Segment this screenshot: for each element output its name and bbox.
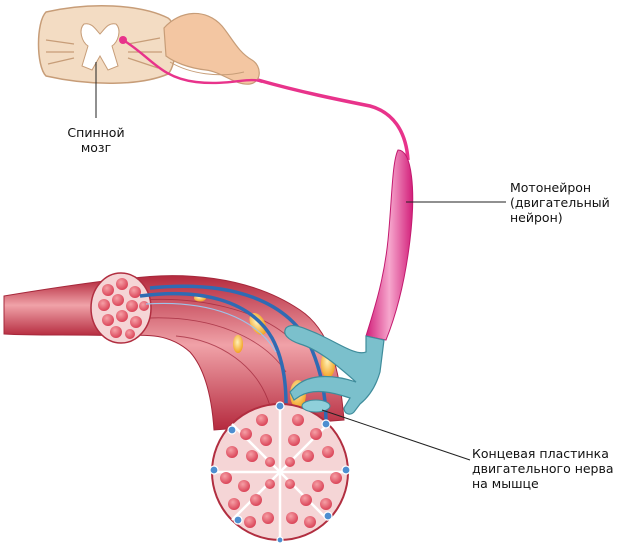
- nerve-endings: [209, 401, 351, 543]
- muscle-fiber: [139, 301, 149, 311]
- muscle-fiber: [238, 480, 250, 492]
- end-plate-label-line: Концевая пластинка: [472, 446, 609, 461]
- muscle-fiber: [98, 299, 110, 311]
- nerve-ending: [321, 419, 331, 429]
- spinal-gray-matter: [80, 23, 120, 71]
- muscle-fiber: [228, 498, 240, 510]
- spinal-ribs-right: [127, 37, 162, 69]
- fat-cell: [233, 335, 243, 353]
- muscle-fiber: [110, 326, 122, 338]
- muscle-fiber: [288, 434, 300, 446]
- muscle-fiber: [244, 516, 256, 528]
- muscle-fiber: [246, 450, 258, 462]
- dorsal-root-ganglion: [163, 12, 260, 85]
- muscle-fiber: [285, 479, 295, 489]
- end-plate-terminal: [284, 324, 385, 415]
- muscle-fiber: [312, 480, 324, 492]
- nerve-branch: [139, 291, 288, 405]
- muscle-fiber: [250, 494, 262, 506]
- muscle-fiber: [285, 457, 295, 467]
- muscle-fiber: [262, 512, 274, 524]
- nerve-ending: [227, 425, 237, 435]
- end-plate: [301, 399, 331, 413]
- muscle-fiber: [112, 294, 124, 306]
- motor-neuron-label-line: нейрон): [510, 210, 563, 225]
- muscle-fiber: [330, 472, 342, 484]
- fascicle-dividers: [212, 404, 348, 540]
- ventral-root: [169, 61, 245, 76]
- muscle-fiber: [265, 479, 275, 489]
- nerve-branch: [145, 302, 277, 353]
- muscle-fiber: [286, 512, 298, 524]
- axon-thin-segment: [122, 38, 263, 85]
- muscle-fiber: [116, 310, 128, 322]
- nerve-ending: [209, 465, 219, 475]
- muscle-fiber: [302, 450, 314, 462]
- muscle-fiber: [300, 494, 312, 506]
- motor-neuron-label-line: (двигательный: [510, 195, 610, 210]
- muscle-fascicle-lines: [139, 298, 293, 407]
- nerve-ending: [275, 401, 285, 411]
- muscle-fiber: [116, 278, 128, 290]
- motor-neuron-axon: [122, 38, 414, 341]
- nerve-ending: [233, 515, 243, 525]
- muscle-fiber: [260, 434, 272, 446]
- muscle-fiber: [102, 284, 114, 296]
- axon-thick-segment: [365, 149, 414, 341]
- muscle-fiber: [256, 414, 268, 426]
- end-plate-label: Концевая пластинка двигательного нерва н…: [472, 446, 614, 491]
- nerve-ending: [276, 536, 284, 543]
- spinal-ribs-left: [45, 39, 75, 65]
- axon-upper-segment: [257, 78, 410, 161]
- muscle-fiber: [125, 329, 135, 339]
- fiber-bundle-main: [220, 414, 342, 528]
- end-plate-label-line: двигательного нерва: [472, 461, 614, 476]
- muscle-fiber: [130, 316, 142, 328]
- fascicle-divider: [231, 423, 329, 521]
- muscle-fiber: [220, 472, 232, 484]
- muscle-fiber: [322, 446, 334, 458]
- muscle-fiber: [304, 516, 316, 528]
- spinal-cord: [37, 5, 260, 85]
- terminal-branches: [284, 324, 385, 415]
- muscle-fiber: [226, 446, 238, 458]
- muscle-fiber: [126, 300, 138, 312]
- motor-neuron-label: Мотонейрон (двигательный нейрон): [510, 180, 610, 225]
- muscle-fiber: [320, 498, 332, 510]
- muscle: [3, 272, 351, 543]
- fiber-bundle-left: [98, 278, 149, 339]
- end-plate-label-line: на мышце: [472, 476, 539, 491]
- spinal-cord-label-line: мозг: [80, 140, 112, 155]
- muscle-fiber: [265, 457, 275, 467]
- spinal-cord-label: Спинной мозг: [60, 125, 132, 155]
- nerve-ending: [341, 465, 351, 475]
- muscle-fiber: [292, 414, 304, 426]
- motor-neuron-label-line: Мотонейрон: [510, 180, 592, 195]
- muscle-fiber: [102, 314, 114, 326]
- nerve-ending: [323, 511, 333, 521]
- muscle-body: [119, 275, 345, 431]
- end-plate-leader-line: [321, 409, 471, 461]
- muscle-fiber: [129, 286, 141, 298]
- spinal-cord-label-line: Спинной: [67, 125, 125, 140]
- muscle-fiber: [310, 428, 322, 440]
- muscle-fiber: [240, 428, 252, 440]
